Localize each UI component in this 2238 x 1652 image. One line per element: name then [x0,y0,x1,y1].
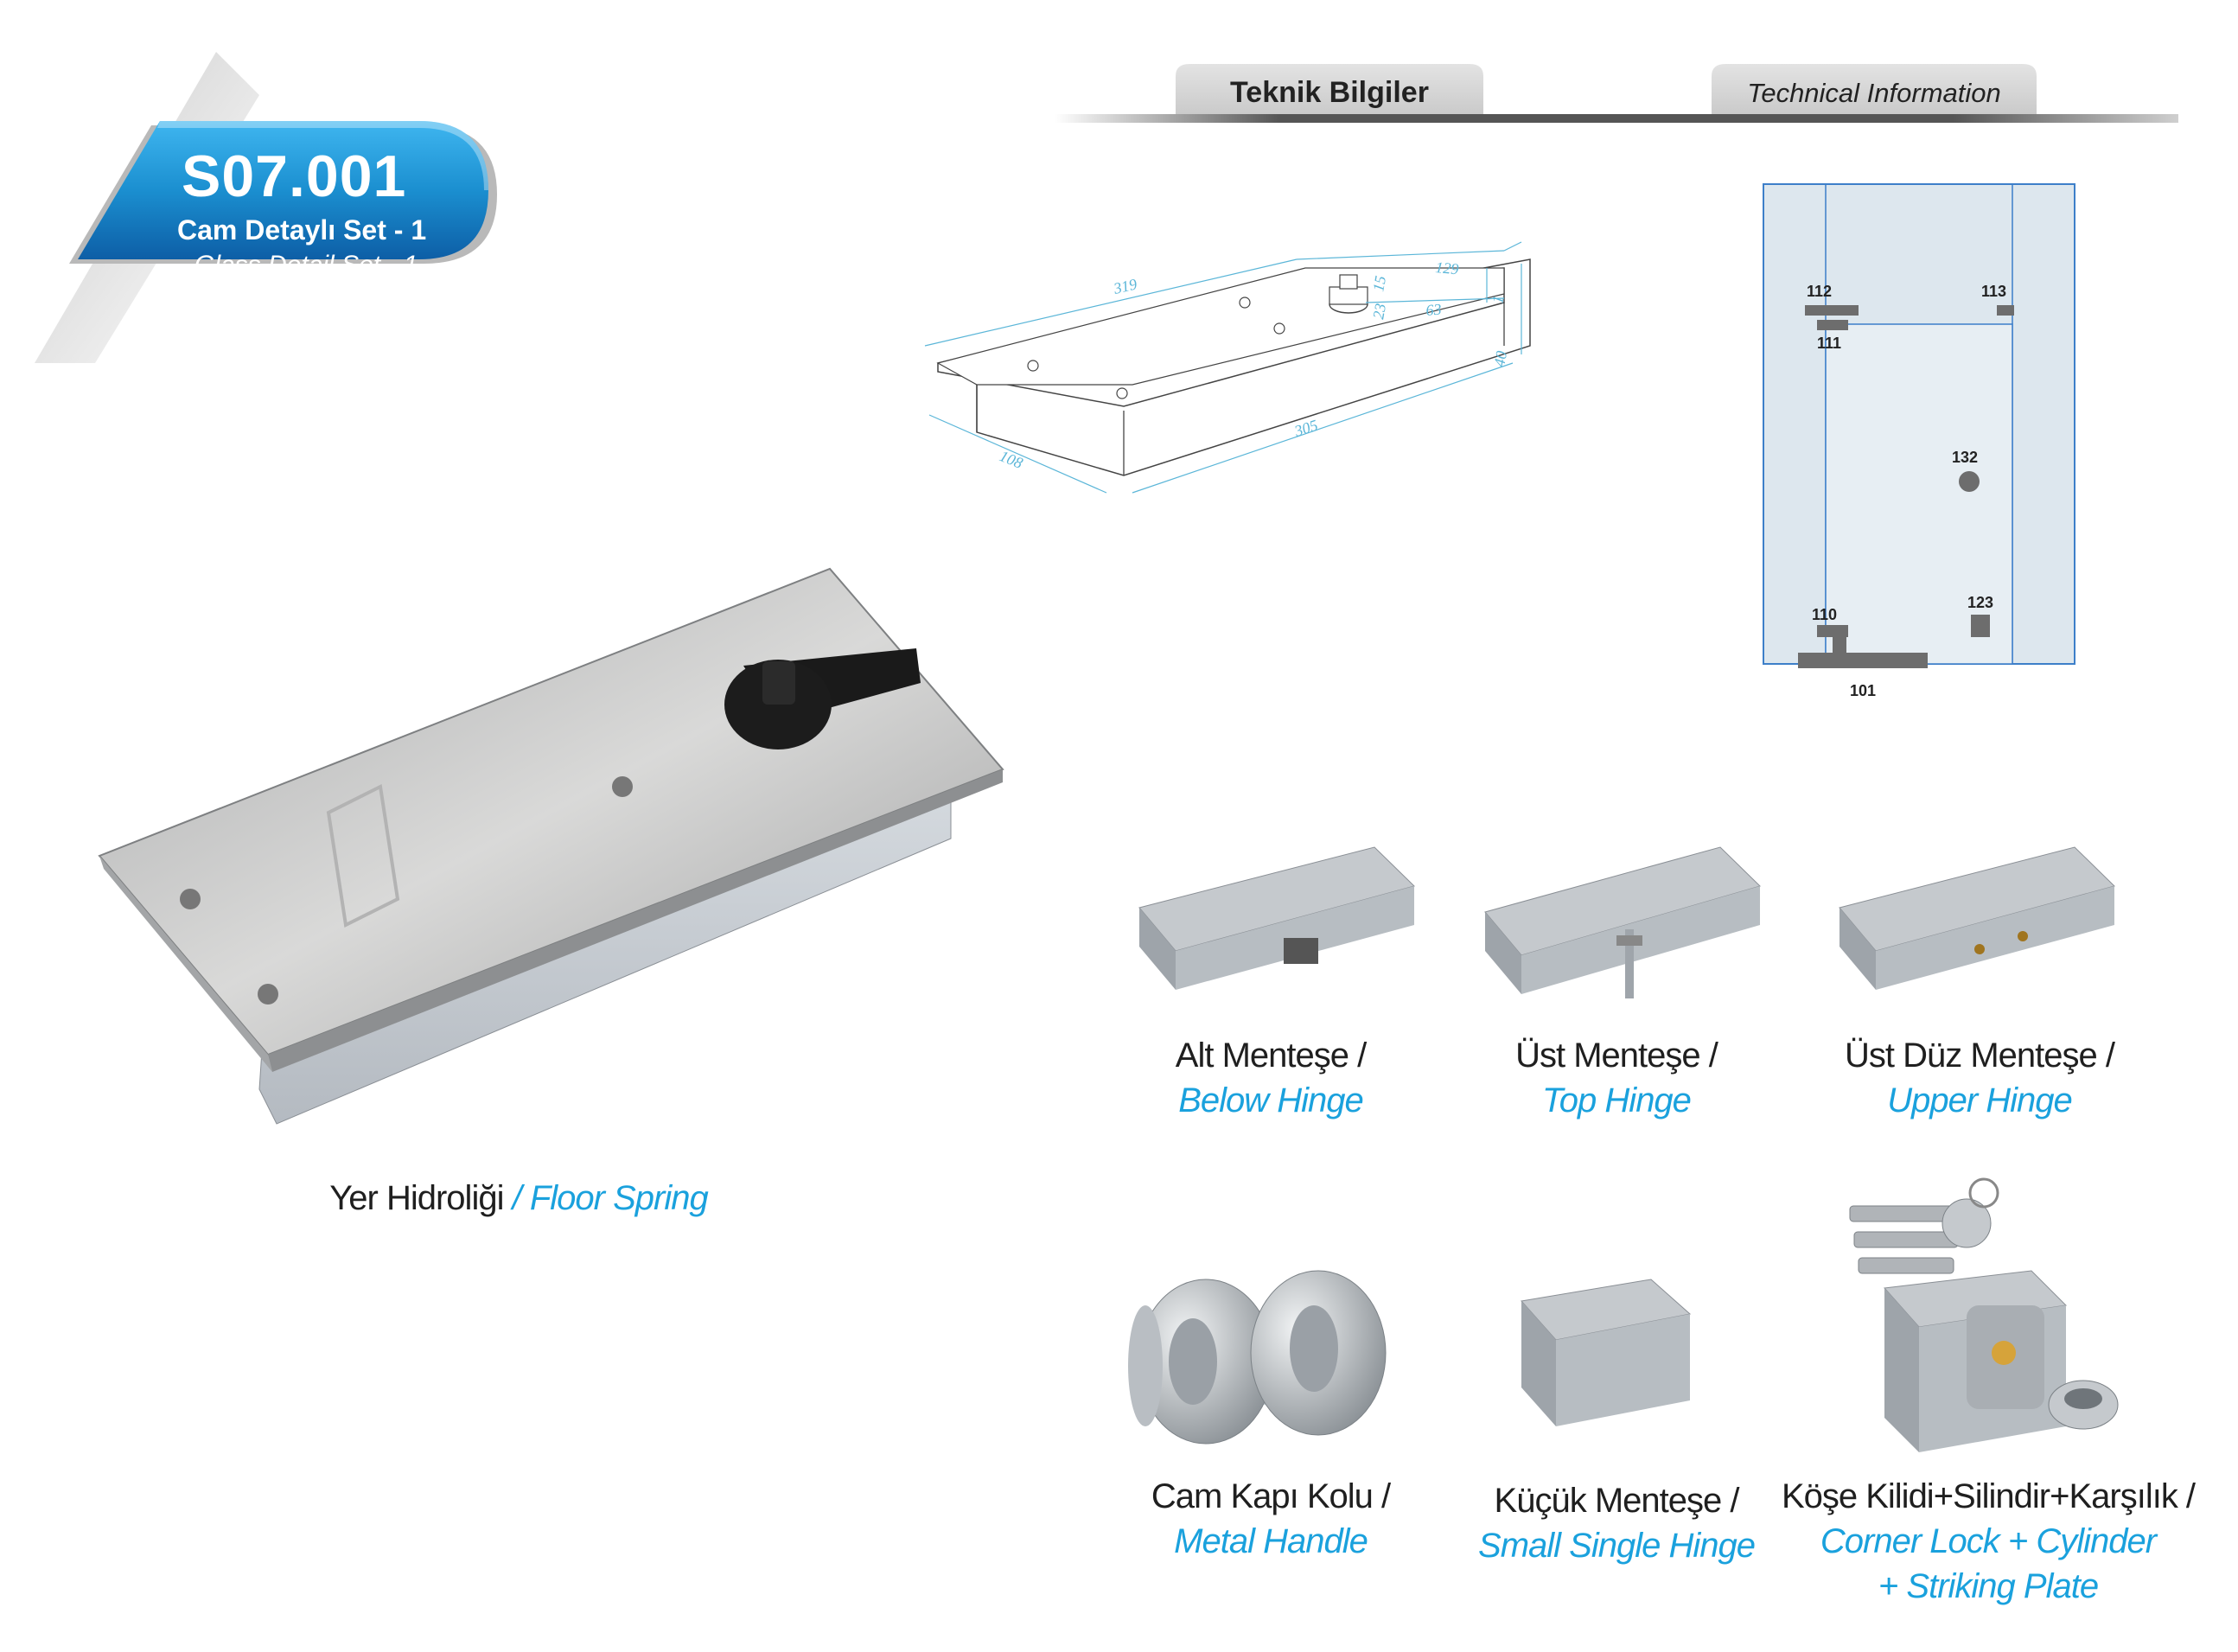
caption-metal-handle: Cam Kapı Kolu / Metal Handle [1106,1474,1435,1564]
label-132: 132 [1952,449,1978,466]
corner-lock-name-en-line2: + Striking Plate [1878,1567,2099,1605]
upper-hinge-image [1839,846,2115,990]
dim-129: 129 [1435,258,1460,277]
badge-graphic [35,52,497,363]
metal-handle-image [1128,1270,1387,1445]
below-hinge-name-tr: Alt Menteşe / [1175,1036,1367,1075]
tab-teknik-bilgiler: Teknik Bilgiler [1230,76,1429,109]
metal-handle-name-en: Metal Handle [1174,1522,1368,1560]
floor-spring-image [98,567,1004,1125]
upper-hinge-name-en: Upper Hinge [1887,1081,2073,1119]
below-hinge-image [1138,846,1415,990]
dimension-drawing: 319 129 15 23 63 1 40 108 305 [924,241,1531,494]
dim-1: 1 [1489,294,1507,304]
caption-below-hinge: Alt Menteşe / Below Hinge [1124,1033,1418,1123]
below-hinge-name-en: Below Hinge [1178,1081,1364,1119]
floor-spring-name-tr: Yer Hidroliği [329,1179,504,1217]
small-single-hinge-image [1521,1279,1692,1426]
caption-small-single-hinge: Küçük Menteşe / Small Single Hinge [1452,1478,1781,1568]
dim-23: 23 [1369,302,1389,320]
corner-lock-image [1849,1177,2119,1452]
caption-upper-hinge: Üst Düz Menteşe / Upper Hinge [1798,1033,2161,1123]
corner-lock-name-en: Corner Lock + Cylinder [1820,1522,2157,1560]
dim-319: 319 [1111,275,1138,297]
top-hinge-name-tr: Üst Menteşe / [1515,1036,1718,1075]
metal-handle-name-tr: Cam Kapı Kolu / [1151,1477,1391,1515]
caption-corner-lock: Köşe Kilidi+Silindir+Karşılık / Corner L… [1763,1474,2213,1609]
set-title-en: Glass Detail Set - 1 [194,251,418,279]
label-110: 110 [1812,606,1837,623]
corner-lock-name-tr: Köşe Kilidi+Silindir+Karşılık / [1781,1477,2196,1515]
floor-spring-name-en: / Floor Spring [512,1179,709,1217]
label-112: 112 [1807,283,1832,300]
label-101: 101 [1850,682,1876,699]
dim-15: 15 [1369,274,1389,292]
label-113: 113 [1981,283,2006,300]
top-hinge-image [1484,846,1761,998]
door-diagram: 112 113 111 132 110 123 101 [1763,183,2075,699]
caption-floor-spring: Yer Hidroliği / Floor Spring [216,1176,821,1221]
top-hinge-name-en: Top Hinge [1542,1081,1692,1119]
label-111: 111 [1817,335,1841,352]
set-title-tr: Cam Detaylı Set - 1 [177,214,427,246]
dim-108: 108 [998,447,1026,472]
upper-hinge-name-tr: Üst Düz Menteşe / [1844,1036,2115,1075]
header-bar [1055,64,2178,123]
product-code: S07.001 [182,144,407,209]
caption-top-hinge: Üst Menteşe / Top Hinge [1470,1033,1763,1123]
small-single-hinge-name-en: Small Single Hinge [1478,1527,1756,1565]
tab-technical-information: Technical Information [1747,78,2001,108]
small-single-hinge-name-tr: Küçük Menteşe / [1494,1482,1740,1520]
label-123: 123 [1967,594,1993,611]
dim-40: 40 [1490,349,1510,367]
dim-63: 63 [1425,300,1443,318]
